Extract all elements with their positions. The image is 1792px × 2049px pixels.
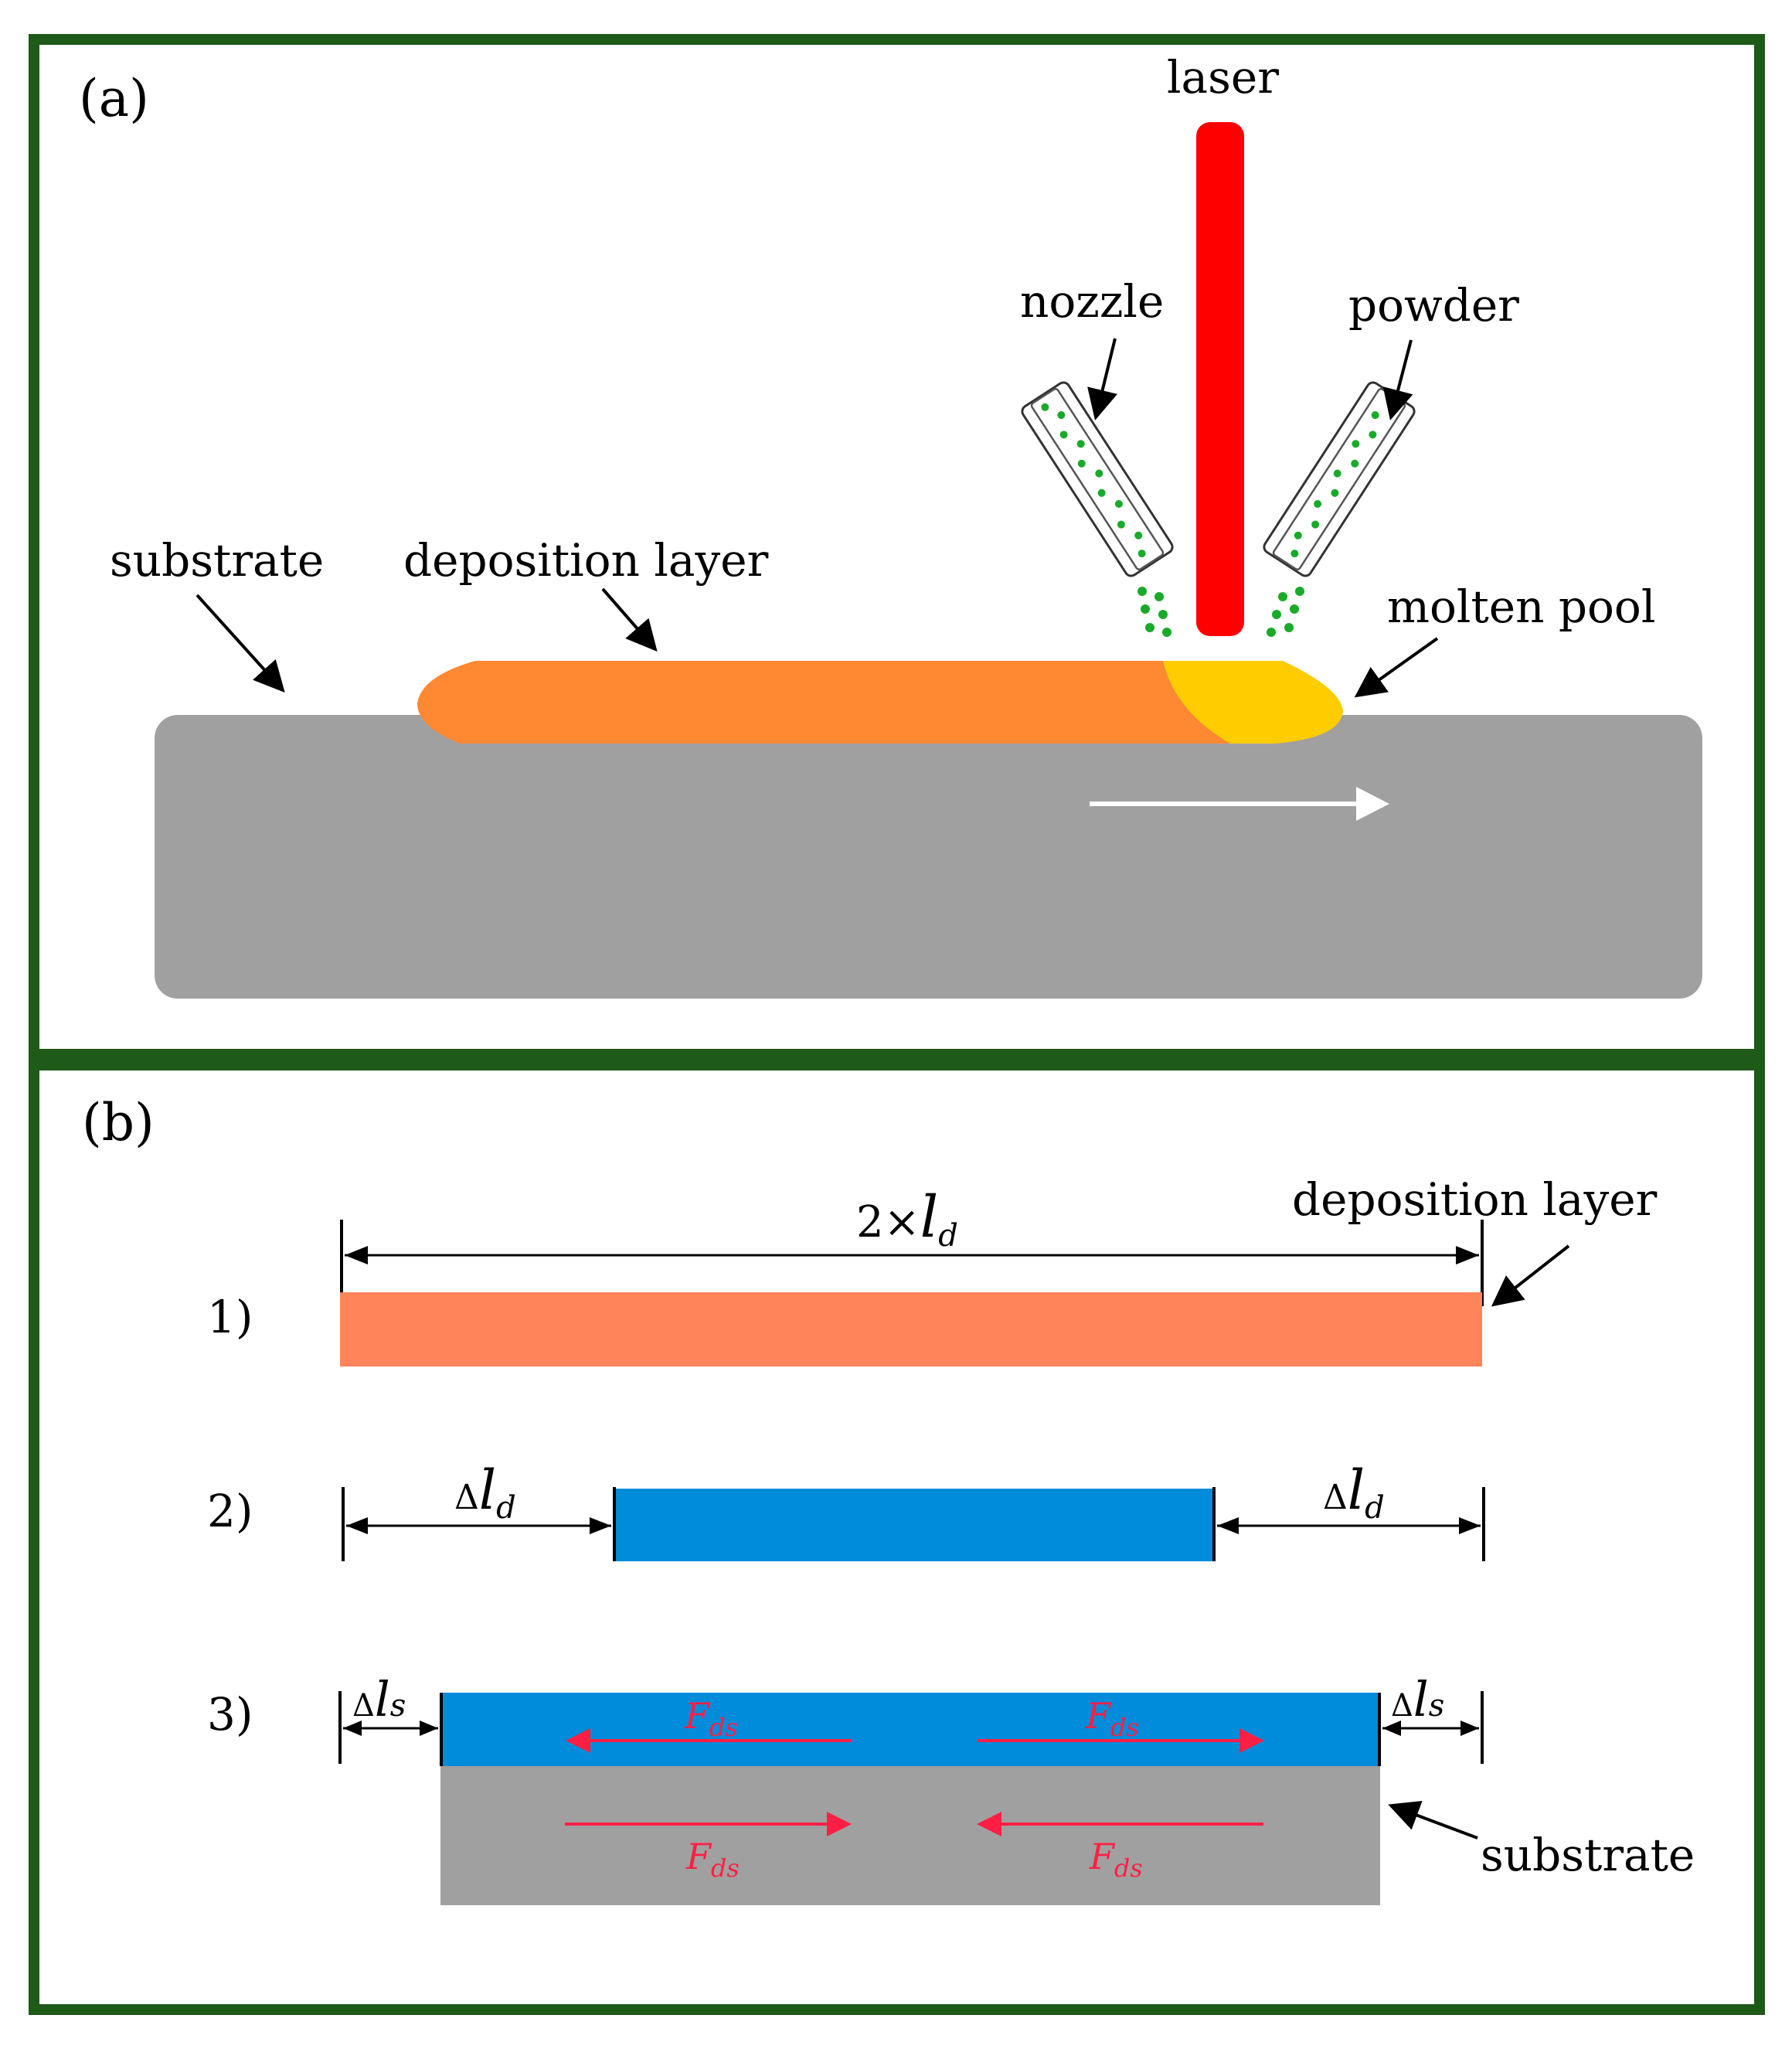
dim-arrowhead-3-right-b [1460, 1721, 1479, 1736]
left-nozzle [1021, 381, 1174, 577]
dim-label-delta-ld-left: Δld [454, 1458, 516, 1526]
label-powder: powder [1348, 279, 1519, 332]
deposition-bead [417, 661, 1229, 744]
dim-label-delta-ls-right: Δls [1391, 1671, 1444, 1727]
pointer-deposition-layer-a [601, 587, 658, 652]
deposition-layer-bonded [440, 1693, 1380, 1766]
pointer-substrate-a [196, 594, 285, 693]
dim-label-delta-ld-right: Δld [1323, 1458, 1385, 1526]
substrate-block [155, 715, 1702, 999]
dim-arrowhead-2-left-b [590, 1517, 611, 1534]
dim-arrowhead-1-left [345, 1246, 368, 1264]
dim-arrowhead-1-right [1456, 1246, 1479, 1264]
label-laser: laser [1167, 51, 1279, 104]
dim-arrowhead-3-right-a [1382, 1721, 1401, 1736]
powder-stream-left [1137, 587, 1171, 637]
step-2-label: 2) [207, 1485, 253, 1537]
label-deposition-layer-a: deposition layer [403, 534, 769, 587]
molten-pool [1163, 661, 1343, 744]
panel-a-label: (a) [79, 69, 149, 128]
dim-arrowhead-3-left-b [420, 1721, 438, 1736]
pointer-nozzle [1087, 338, 1117, 420]
dim-arrowhead-2-right-a [1217, 1517, 1239, 1534]
right-nozzle [1263, 381, 1416, 577]
pointer-deposition-layer-b [1491, 1244, 1570, 1307]
label-molten-pool: molten pool [1387, 580, 1655, 633]
dim-arrowhead-3-left-a [343, 1721, 362, 1736]
dim-label-2ld: 2×ld [856, 1184, 958, 1254]
panel-b-label: (b) [82, 1093, 155, 1152]
label-substrate-b: substrate [1481, 1829, 1695, 1881]
travel-direction-arrowhead [1356, 787, 1389, 821]
pointer-molten-pool [1354, 637, 1439, 698]
pointer-powder [1382, 339, 1413, 420]
substrate-bonded [440, 1766, 1380, 1905]
step-1-label: 1) [207, 1291, 253, 1343]
pointer-substrate-b [1388, 1800, 1478, 1840]
force-label-substrate-left: Fds [685, 1836, 740, 1883]
deposition-layer-initial [340, 1292, 1482, 1367]
label-substrate-a: substrate [110, 534, 324, 587]
label-deposition-layer-b: deposition layer [1292, 1173, 1658, 1226]
force-label-layer-left: Fds [684, 1695, 738, 1742]
force-label-substrate-right: Fds [1089, 1836, 1143, 1883]
label-nozzle: nozzle [1020, 275, 1164, 328]
laser-beam [1196, 122, 1244, 636]
dim-arrowhead-2-left-a [346, 1517, 368, 1534]
step-3-label: 3) [207, 1688, 253, 1741]
powder-stream-right [1267, 587, 1304, 637]
deposition-layer-shrunk [614, 1489, 1215, 1561]
dim-label-delta-ls-left: Δls [352, 1671, 406, 1727]
dim-arrowhead-2-right-b [1459, 1517, 1481, 1534]
force-label-layer-right: Fds [1085, 1695, 1139, 1742]
